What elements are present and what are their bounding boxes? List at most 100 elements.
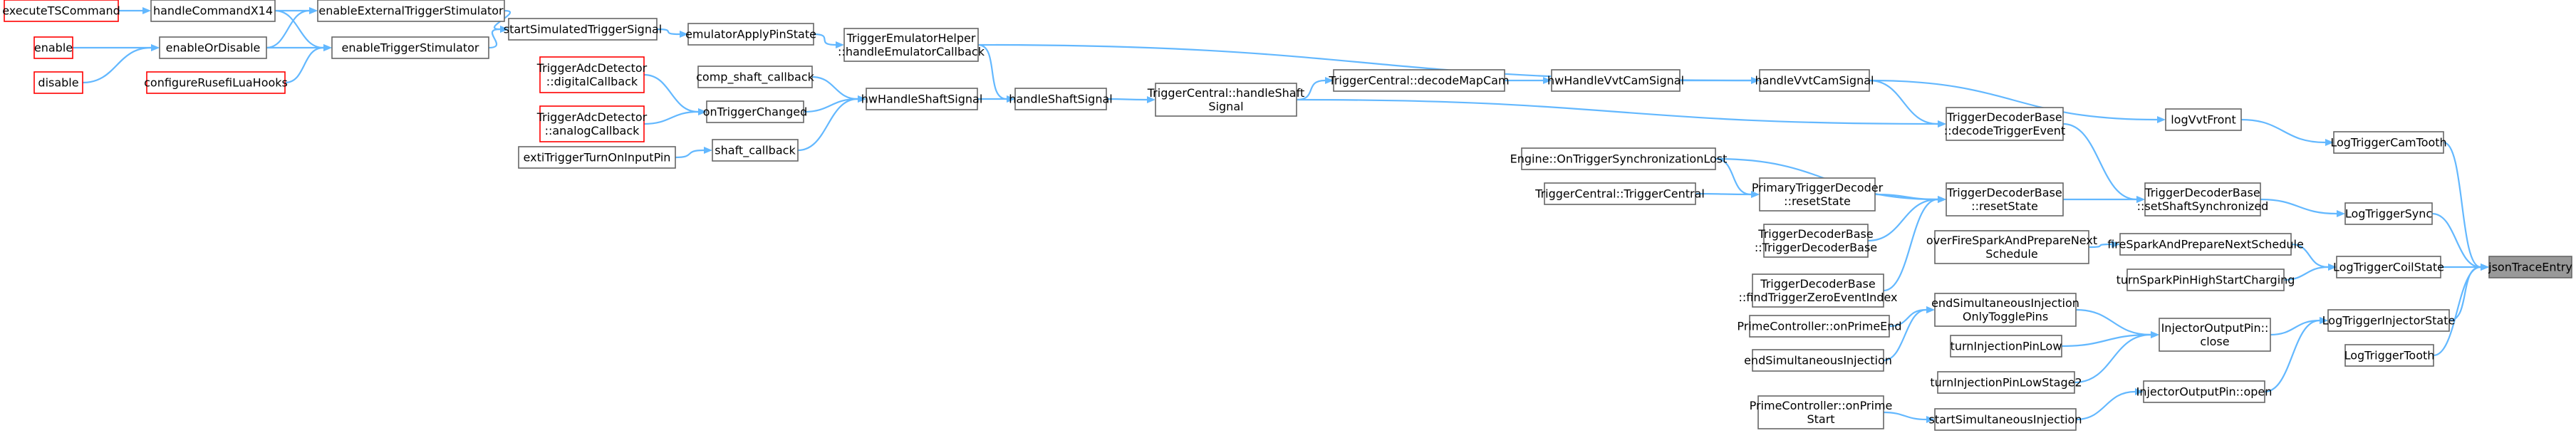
node-log-trigger-tooth[interactable]: LogTriggerTooth (2344, 344, 2435, 367)
edge-over-fire-spark-to-fire-spark-and-prepare-next-schedule (2088, 243, 2112, 249)
node-trigger-adc-detector-digital[interactable]: TriggerAdcDetector::digitalCallback (536, 56, 648, 93)
arrowhead (151, 44, 160, 51)
node-log-trigger-injector-state[interactable]: LogTriggerInjectorState (2322, 309, 2456, 332)
node-label: Start (1807, 412, 1834, 426)
node-handle-vvt-cam-signal[interactable]: handleVvtCamSignal (1755, 69, 1874, 92)
node-label: LogTriggerSync (2345, 207, 2432, 221)
node-hw-handle-vvt-cam-signal[interactable]: hwHandleVvtCamSignal (1547, 69, 1684, 92)
node-handle-shaft-signal[interactable]: handleShaftSignal (1009, 88, 1113, 110)
node-exti-trigger-turn-on-input-pin[interactable]: extiTriggerTurnOnInputPin (518, 146, 676, 169)
node-log-trigger-sync[interactable]: LogTriggerSync (2344, 202, 2433, 225)
node-trigger-decoder-base-find-zero[interactable]: TriggerDecoderBase::findTriggerZeroEvent… (1738, 273, 1898, 308)
node-trigger-central-handle-shaft[interactable]: TriggerCentral::handleShaftSignal (1147, 83, 1304, 117)
node-box (1759, 177, 1876, 212)
node-trigger-emulator-helper[interactable]: TriggerEmulatorHelper::handleEmulatorCal… (838, 28, 985, 62)
node-box (518, 146, 676, 169)
node-box (539, 56, 645, 93)
edge-trigger-decoder-base-find-zero-to-trigger-decoder-base-reset-state (1883, 198, 1938, 292)
node-trigger-central-trigger-central[interactable]: TriggerCentral::TriggerCentral (1534, 182, 1705, 205)
node-enable-trigger-stimulator[interactable]: enableTriggerStimulator (331, 36, 489, 59)
node-log-trigger-coil-state[interactable]: LogTriggerCoilState (2333, 256, 2444, 278)
node-engine-on-trigger-sync[interactable]: Engine::OnTriggerSynchronizationLost (1510, 147, 1728, 170)
node-trigger-decoder-base-reset-state[interactable]: TriggerDecoderBase::resetState (1946, 182, 2064, 217)
edge-log-vvt-front-to-log-trigger-cam-tooth (2240, 118, 2326, 144)
node-start-simulated-trigger-signal[interactable]: startSimulatedTriggerSignal (504, 18, 662, 41)
node-turn-injection-pin-low[interactable]: turnInjectionPinLow (1950, 335, 2062, 358)
edge-trigger-adc-detector-digital-to-on-trigger-changed (643, 73, 699, 113)
edges-layer (73, 7, 2489, 423)
node-injector-output-pin-open[interactable]: InjectorOutputPin::open (2136, 380, 2273, 403)
edge-injector-output-pin-open-to-log-trigger-injector-state (2264, 319, 2320, 393)
edge-trigger-decoder-base-decode-to-trigger-decoder-base-set-shaft-sync (2062, 122, 2137, 201)
node-fire-spark-and-prepare-next-schedule[interactable]: fireSparkAndPrepareNextSchedule (2107, 233, 2304, 256)
node-label: executeTSCommand (2, 4, 120, 18)
node-trigger-adc-detector-analog[interactable]: TriggerAdcDetector::analogCallback (536, 105, 648, 142)
node-emulator-apply-pin-state[interactable]: emulatorApplyPinState (685, 23, 816, 46)
arrowhead (858, 95, 866, 103)
node-box (33, 36, 73, 59)
node-json-trace-entry[interactable]: jsonTraceEntry (2488, 256, 2572, 278)
node-comp-shaft-callback[interactable]: comp_shaft_callback (696, 66, 815, 88)
arrowhead (2136, 196, 2145, 203)
node-on-trigger-changed[interactable]: onTriggerChanged (703, 100, 808, 123)
edge-turn-injection-pin-low-to-injector-output-pin-close (2061, 333, 2151, 348)
node-label: comp_shaft_callback (696, 71, 814, 85)
arrowhead (704, 147, 712, 154)
arrowhead (309, 7, 318, 14)
node-label: LogTriggerCamTooth (2330, 136, 2446, 150)
node-start-simultaneous-injection[interactable]: startSimultaneousInjection (1929, 408, 2082, 431)
edge-log-trigger-sync-to-json-trace-entry (2431, 212, 2481, 268)
node-label: configureRusefiLuaHooks (144, 76, 288, 90)
edge-on-trigger-changed-to-hw-handle-shaft-signal (803, 98, 858, 113)
node-trigger-decoder-base-decode[interactable]: TriggerDecoderBase::decodeTriggerEvent (1944, 107, 2065, 141)
node-trigger-central-decode-map-cam[interactable]: TriggerCentral::decodeMapCam (1328, 69, 1510, 92)
edge-end-simultaneous-injection-only-to-injector-output-pin-close (2075, 308, 2151, 336)
node-log-trigger-cam-tooth[interactable]: LogTriggerCamTooth (2330, 131, 2447, 154)
node-label: TriggerDecoderBase (1760, 277, 1875, 291)
node-trigger-decoder-base-ctor[interactable]: TriggerDecoderBase::TriggerDecoderBase (1755, 224, 1877, 258)
node-end-simultaneous-injection[interactable]: endSimultaneousInjection (1744, 349, 1892, 372)
node-turn-spark-pin-high-start-charging[interactable]: turnSparkPinHighStartCharging (2117, 268, 2295, 291)
node-label: startSimulatedTriggerSignal (504, 23, 662, 36)
node-configure-rusefi-lua-hooks[interactable]: configureRusefiLuaHooks (144, 71, 288, 94)
node-injector-output-pin-close[interactable]: InjectorOutputPin::close (2159, 318, 2271, 352)
node-box (1950, 335, 2062, 358)
node-label: TriggerDecoderBase (1757, 227, 1873, 241)
arrowhead (2337, 210, 2345, 217)
node-box (2327, 309, 2450, 332)
node-label: hwHandleShaftSignal (861, 93, 983, 106)
node-shaft-callback[interactable]: shaft_callback (712, 139, 799, 162)
edge-handle-command-x14-to-enable-trigger-stimulator (274, 9, 324, 49)
node-label: hwHandleVvtCamSignal (1547, 74, 1684, 88)
edge-emulator-apply-pin-state-to-trigger-emulator-helper (813, 33, 836, 46)
node-primary-trigger-decoder-reset[interactable]: PrimaryTriggerDecoder::resetState (1752, 177, 1884, 212)
node-enable-external-trigger-stimulator[interactable]: enableExternalTriggerStimulator (317, 0, 505, 22)
edge-log-trigger-tooth-to-json-trace-entry (2433, 266, 2481, 357)
node-trigger-decoder-base-set-shaft-sync[interactable]: TriggerDecoderBase::setShaftSynchronized (2137, 182, 2269, 217)
node-turn-injection-pin-low-stage2[interactable]: turnInjectionPinLowStage2 (1930, 371, 2082, 394)
edge-injector-output-pin-close-to-log-trigger-injector-state (2270, 319, 2320, 336)
node-box (1749, 315, 1890, 338)
node-label: turnInjectionPinLowStage2 (1930, 376, 2082, 390)
edge-handle-vvt-cam-signal-to-log-vvt-front (1869, 79, 2158, 121)
node-label: fireSparkAndPrepareNextSchedule (2107, 238, 2304, 251)
node-label: endSimultaneousInjection (1744, 354, 1892, 367)
node-hw-handle-shaft-signal[interactable]: hwHandleShaftSignal (861, 88, 983, 110)
arrowhead (1938, 196, 1946, 203)
arrowhead (1325, 77, 1334, 84)
node-handle-command-x14[interactable]: handleCommandX14 (150, 0, 276, 22)
node-execute-tscommand[interactable]: executeTSCommand (2, 0, 120, 22)
node-label: enableTriggerStimulator (342, 41, 479, 55)
node-box (1544, 182, 1696, 205)
node-disable[interactable]: disable (33, 71, 83, 94)
node-enable[interactable]: enable (33, 36, 73, 59)
node-label: TriggerAdcDetector (536, 110, 648, 124)
edge-engine-on-trigger-sync-to-primary-trigger-decoder-reset (1715, 157, 1752, 196)
node-log-vvt-front[interactable]: logVvtFront (2165, 108, 2242, 131)
node-enable-or-disable[interactable]: enableOrDisable (159, 36, 267, 59)
node-prime-controller-on-prime-end[interactable]: PrimeController::onPrimeEnd (1737, 315, 1902, 338)
